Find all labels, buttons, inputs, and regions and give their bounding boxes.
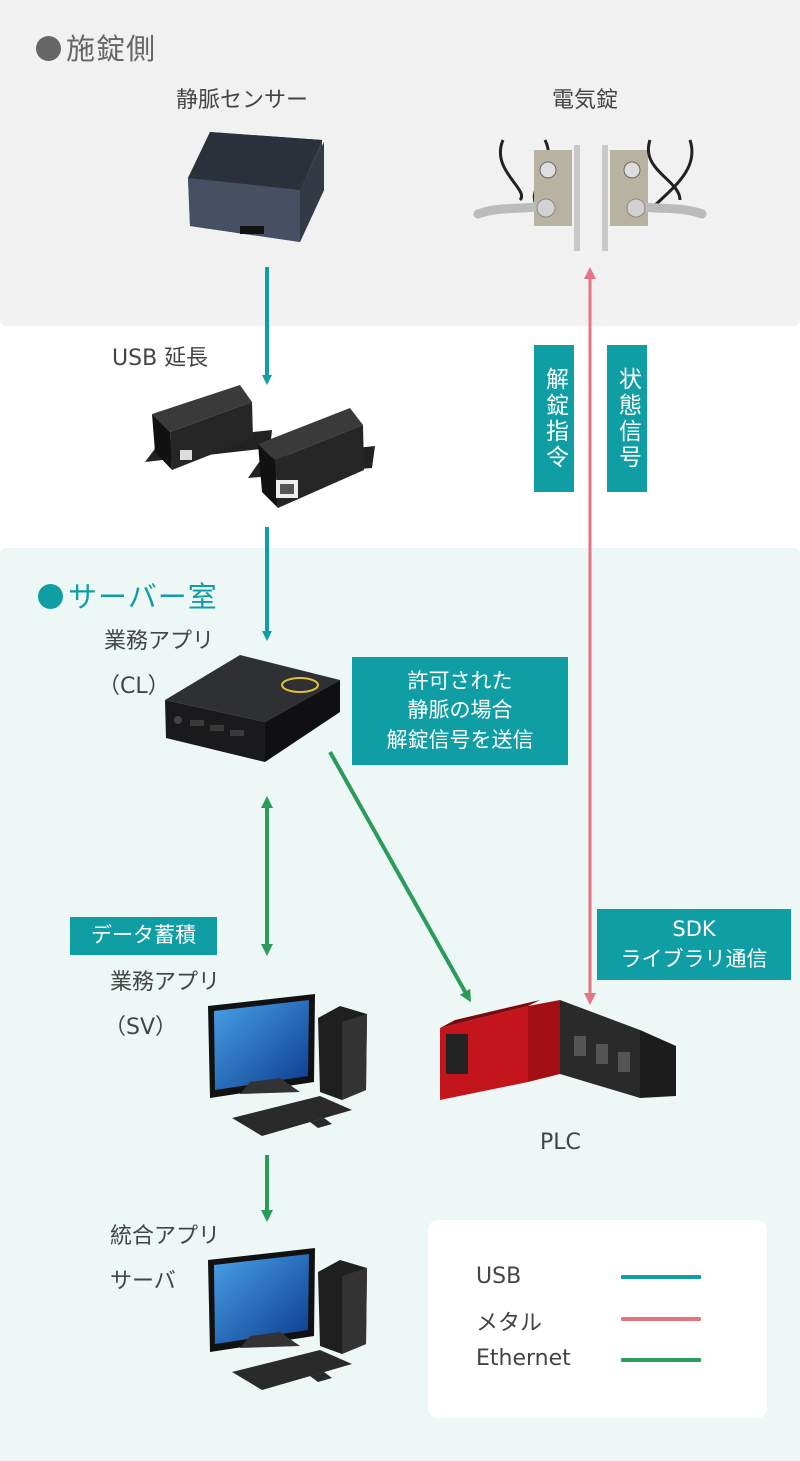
server-room-title: サーバー室 (38, 574, 218, 616)
status-signal-callout: 状態信号 (607, 345, 647, 492)
mini-pc-icon (165, 655, 340, 762)
usb-extension-label: USB 延長 (112, 346, 209, 371)
usb-extender-icon (145, 385, 375, 508)
legend-metal-label: メタル (476, 1311, 543, 1336)
legend: USB メタル Ethernet (428, 1220, 767, 1418)
app-cl-label: 業務アプリ （CL） (98, 629, 215, 699)
electric-lock-label: 電気錠 (552, 88, 619, 113)
vein-sensor-label: 静脈センサー (176, 88, 309, 113)
lock-side-title: 施錠側 (36, 26, 156, 68)
send-unlock-callout: 許可された 静脈の場合 解錠信号を送信 (352, 657, 568, 765)
desktop-pc-server-icon (208, 1248, 367, 1390)
lock-side-dot-icon (36, 36, 61, 61)
data-storage-callout: データ蓄積 (70, 917, 217, 955)
lock-side-zone (0, 0, 800, 326)
vein-sensor-icon (188, 132, 324, 242)
app-sv-label: 業務アプリ （SV） (104, 970, 221, 1040)
ethernet-link-cl-plc (328, 751, 471, 1003)
legend-usb-line (621, 1275, 701, 1279)
plc-icon (440, 1000, 676, 1100)
unlock-command-callout: 解錠指令 (534, 345, 574, 492)
legend-ethernet-label: Ethernet (476, 1346, 571, 1371)
plc-label: PLC (540, 1130, 581, 1155)
legend-metal-line (621, 1317, 701, 1321)
integration-server-label: 統合アプリ サーバ (110, 1224, 221, 1294)
electric-lock-icon (473, 139, 707, 251)
sdk-callout: SDK ライブラリ通信 (597, 909, 791, 980)
desktop-pc-sv-icon (208, 994, 367, 1136)
legend-usb-label: USB (476, 1264, 522, 1289)
legend-ethernet-line (621, 1358, 701, 1362)
server-room-dot-icon (38, 584, 63, 609)
